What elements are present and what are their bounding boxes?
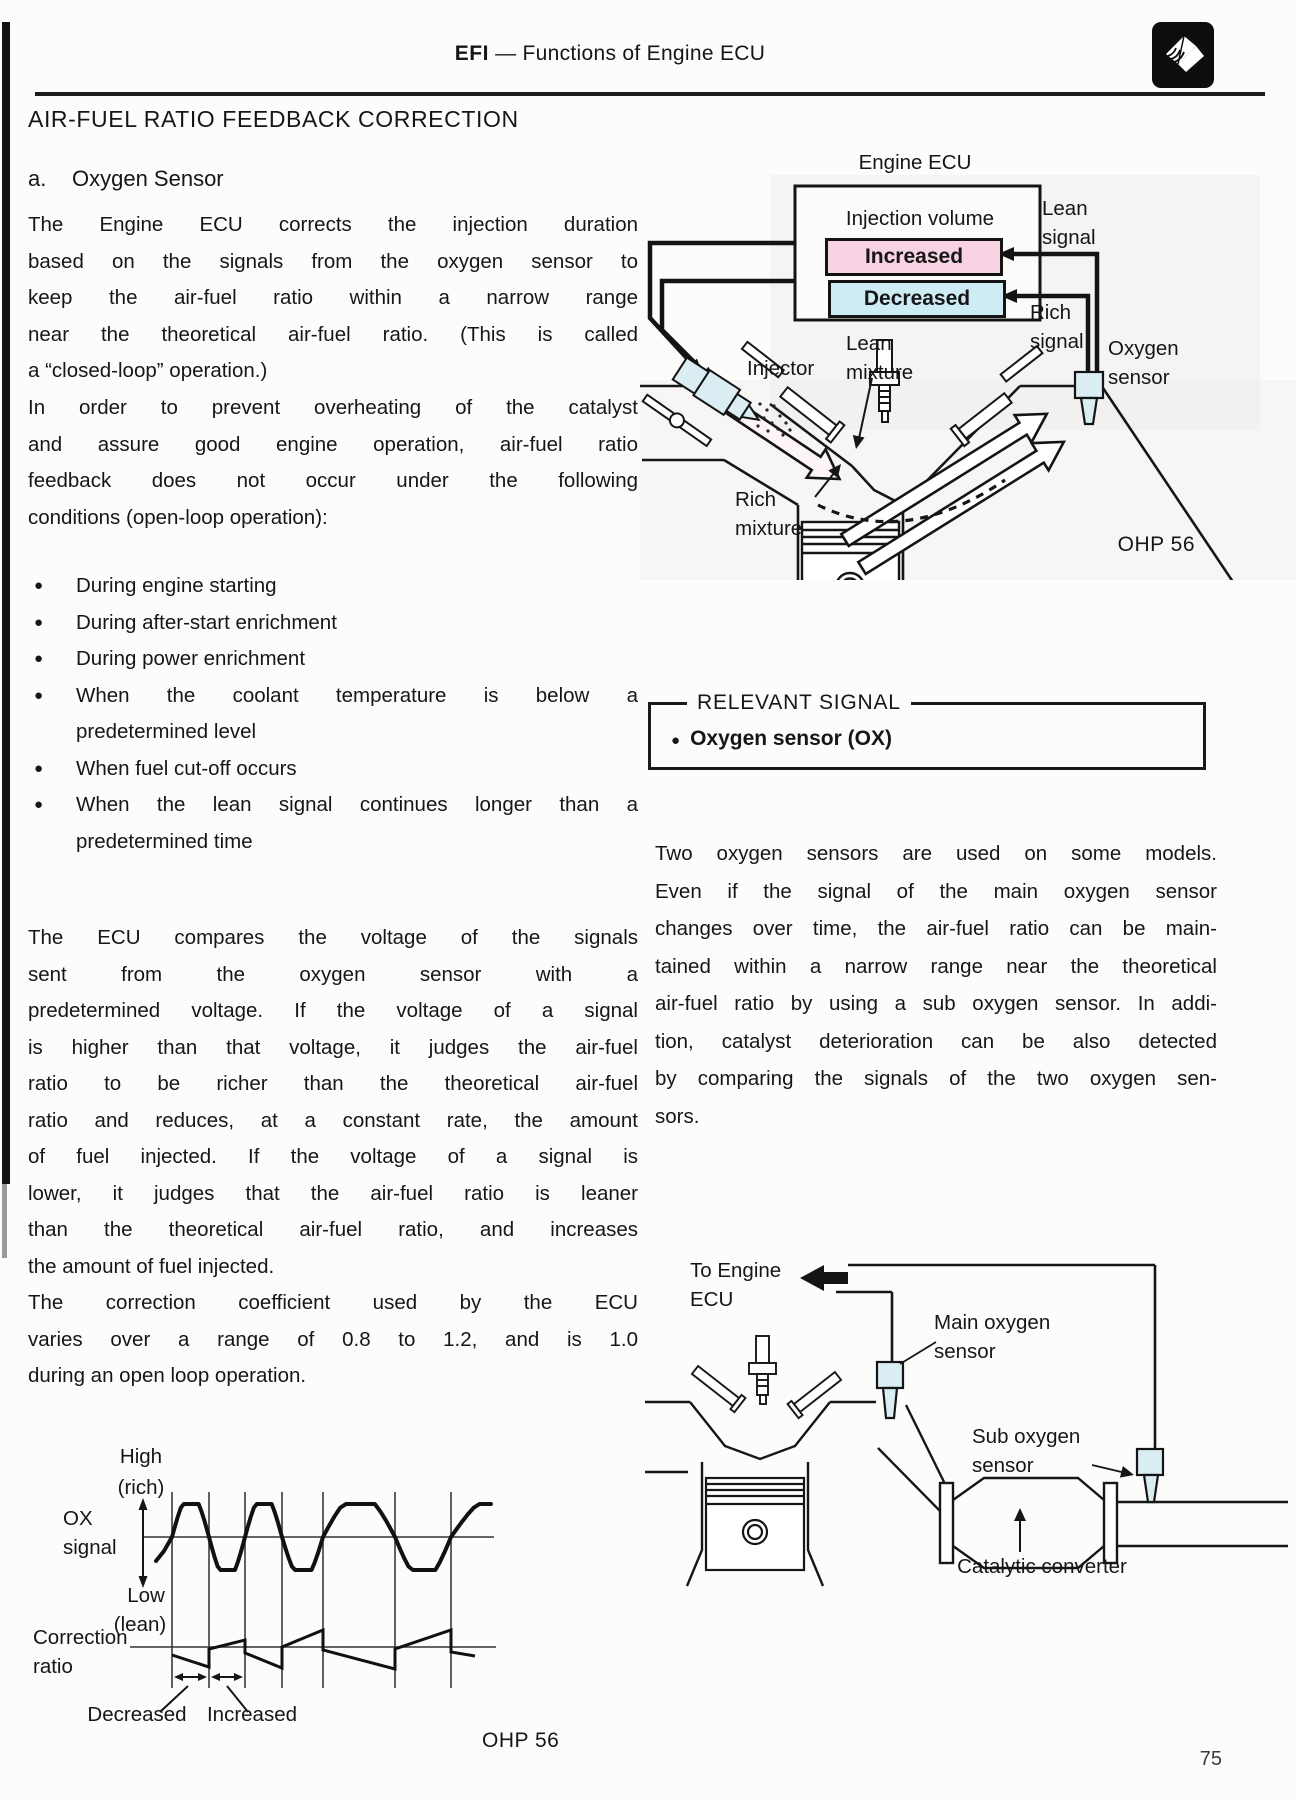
chart-low-label: Low [127, 1584, 165, 1607]
open-book-icon [1152, 22, 1214, 88]
list-item: ●During engine starting [28, 568, 638, 605]
oxygen-sensor-label: Oxygen sensor [1108, 337, 1179, 389]
chart-correction-ratio-label: Correction ratio [33, 1626, 128, 1678]
exhaust-valve-icon [949, 391, 1014, 448]
engine-ecu-label: Engine ECU [858, 151, 972, 174]
bullet-icon: ● [34, 759, 44, 777]
increased-box: Increased [825, 238, 1003, 276]
fuel-spray-dots [756, 402, 792, 437]
bullet-icon: ● [34, 613, 44, 631]
lean-mixture-label: Lean mixture [846, 332, 914, 384]
subsection-text: Oxygen Sensor [72, 166, 224, 191]
header-section-title: — Functions of Engine ECU [488, 42, 766, 65]
chart-lean-label: (lean) [113, 1613, 167, 1636]
exhaust-flow-arrow [839, 412, 1050, 548]
injector-icon [671, 356, 761, 422]
bullet-list: ●During engine starting ●During after-st… [28, 568, 638, 860]
subsection-marker: a. [28, 166, 47, 191]
chart-high-label: High [119, 1445, 163, 1468]
bullet-icon: ● [34, 577, 44, 594]
bullet-icon: ● [671, 732, 681, 749]
decreased-box: Decreased [828, 280, 1006, 318]
paragraph-2: The ECU compares the voltage of the sign… [28, 926, 638, 1278]
exhaust-valve-stem [999, 344, 1044, 383]
diagram-feedback-loop: Engine ECU Injection volume Increased De… [640, 140, 1296, 580]
lean-signal-label: Lean signal [1042, 197, 1096, 249]
paragraph-1b: In order to prevent overheating of the c… [28, 396, 638, 529]
intake-valve-icon [690, 1364, 747, 1414]
list-item: ●During after-start enrichment [28, 605, 638, 642]
paragraph-3: The correction coefficient used by the E… [28, 1291, 638, 1387]
catalytic-converter-icon [938, 1476, 1288, 1570]
bullet-icon: ● [34, 686, 44, 704]
to-engine-ecu-label: To Engine ECU [690, 1259, 782, 1311]
intake-valve-icon [778, 385, 846, 444]
list-item: ●When fuel cut-off occurs [28, 751, 638, 788]
exhaust-valve-icon [786, 1370, 843, 1420]
bullet-icon: ● [34, 796, 44, 813]
page-header: EFI — Functions of Engine ECU [320, 42, 900, 66]
piston-icon [704, 1476, 806, 1572]
two-sensor-drawing [645, 1263, 1288, 1587]
main-oxygen-sensor-label: Main oxygen sensor [934, 1311, 1051, 1363]
engine-outline [645, 1400, 948, 1587]
list-item: ●When the coolant temperature is below a… [28, 678, 638, 751]
open-book-glyph [1166, 35, 1204, 72]
relevant-signal-title: RELEVANT SIGNAL [687, 691, 911, 715]
paragraph-1a: The Engine ECU corrects the injection du… [28, 213, 638, 382]
waveform-plot [130, 1492, 496, 1713]
stud-icon [641, 393, 713, 448]
paragraph-two-sensors: Two oxygen sensors are used on some mode… [655, 842, 1217, 1128]
binding-edge-bar-lower [2, 1184, 7, 1258]
sub-oxygen-sensor-label: Sub oxygen sensor [972, 1425, 1081, 1477]
sub-oxygen-sensor-icon [1135, 1447, 1165, 1504]
list-item: ●When the lean signal continues longer t… [28, 787, 638, 860]
subsection-heading: a. Oxygen Sensor [28, 166, 224, 192]
chart-increased-label: Increased [206, 1703, 298, 1726]
injector-label: Injector [747, 357, 815, 380]
main-oxygen-sensor-icon [875, 1360, 905, 1420]
header-brand: EFI [454, 42, 489, 65]
intake-valve-stem [740, 340, 786, 379]
page-number: 75 [1199, 1748, 1222, 1770]
injection-volume-label: Injection volume [845, 207, 995, 230]
chart-rich-label: (rich) [117, 1476, 165, 1499]
chart-ox-signal-label: OX signal [63, 1507, 117, 1559]
header-rule [35, 92, 1265, 96]
chart-caption-ohp56: OHP 56 [482, 1729, 560, 1752]
bullet-icon: ● [34, 650, 44, 667]
ox-waveform-chart: High (rich) OX signal Low (lean) Correct… [30, 1440, 560, 1770]
oxygen-sensor-icon [1073, 370, 1105, 426]
rich-signal-label: Rich signal [1030, 301, 1084, 353]
relevant-signal-box: RELEVANT SIGNAL ●Oxygen sensor (OX) [648, 691, 1206, 770]
chart-decreased-label: Decreased [87, 1703, 187, 1726]
rich-mixture-label: Rich mixture [735, 488, 803, 540]
relevant-signal-item: ●Oxygen sensor (OX) [671, 727, 892, 750]
combustion-dashed-path [817, 478, 1006, 524]
section-title: AIR-FUEL RATIO FEEDBACK CORRECTION [28, 106, 519, 132]
diagram-two-sensors: To Engine ECU Main oxygen sensor Sub oxy… [640, 1250, 1296, 1600]
figure-caption-ohp56: OHP 56 [1117, 533, 1195, 556]
to-ecu-arrow-icon [800, 1265, 848, 1291]
binding-edge-bar [2, 22, 10, 1184]
catalytic-converter-label: Catalytic converter [957, 1555, 1127, 1578]
exhaust-flow-arrow-2 [856, 440, 1067, 576]
list-item: ●During power enrichment [28, 641, 638, 678]
spark-plug-icon [869, 339, 900, 423]
spark-plug-icon [748, 1335, 777, 1405]
feedback-loop-drawing [640, 175, 1296, 580]
